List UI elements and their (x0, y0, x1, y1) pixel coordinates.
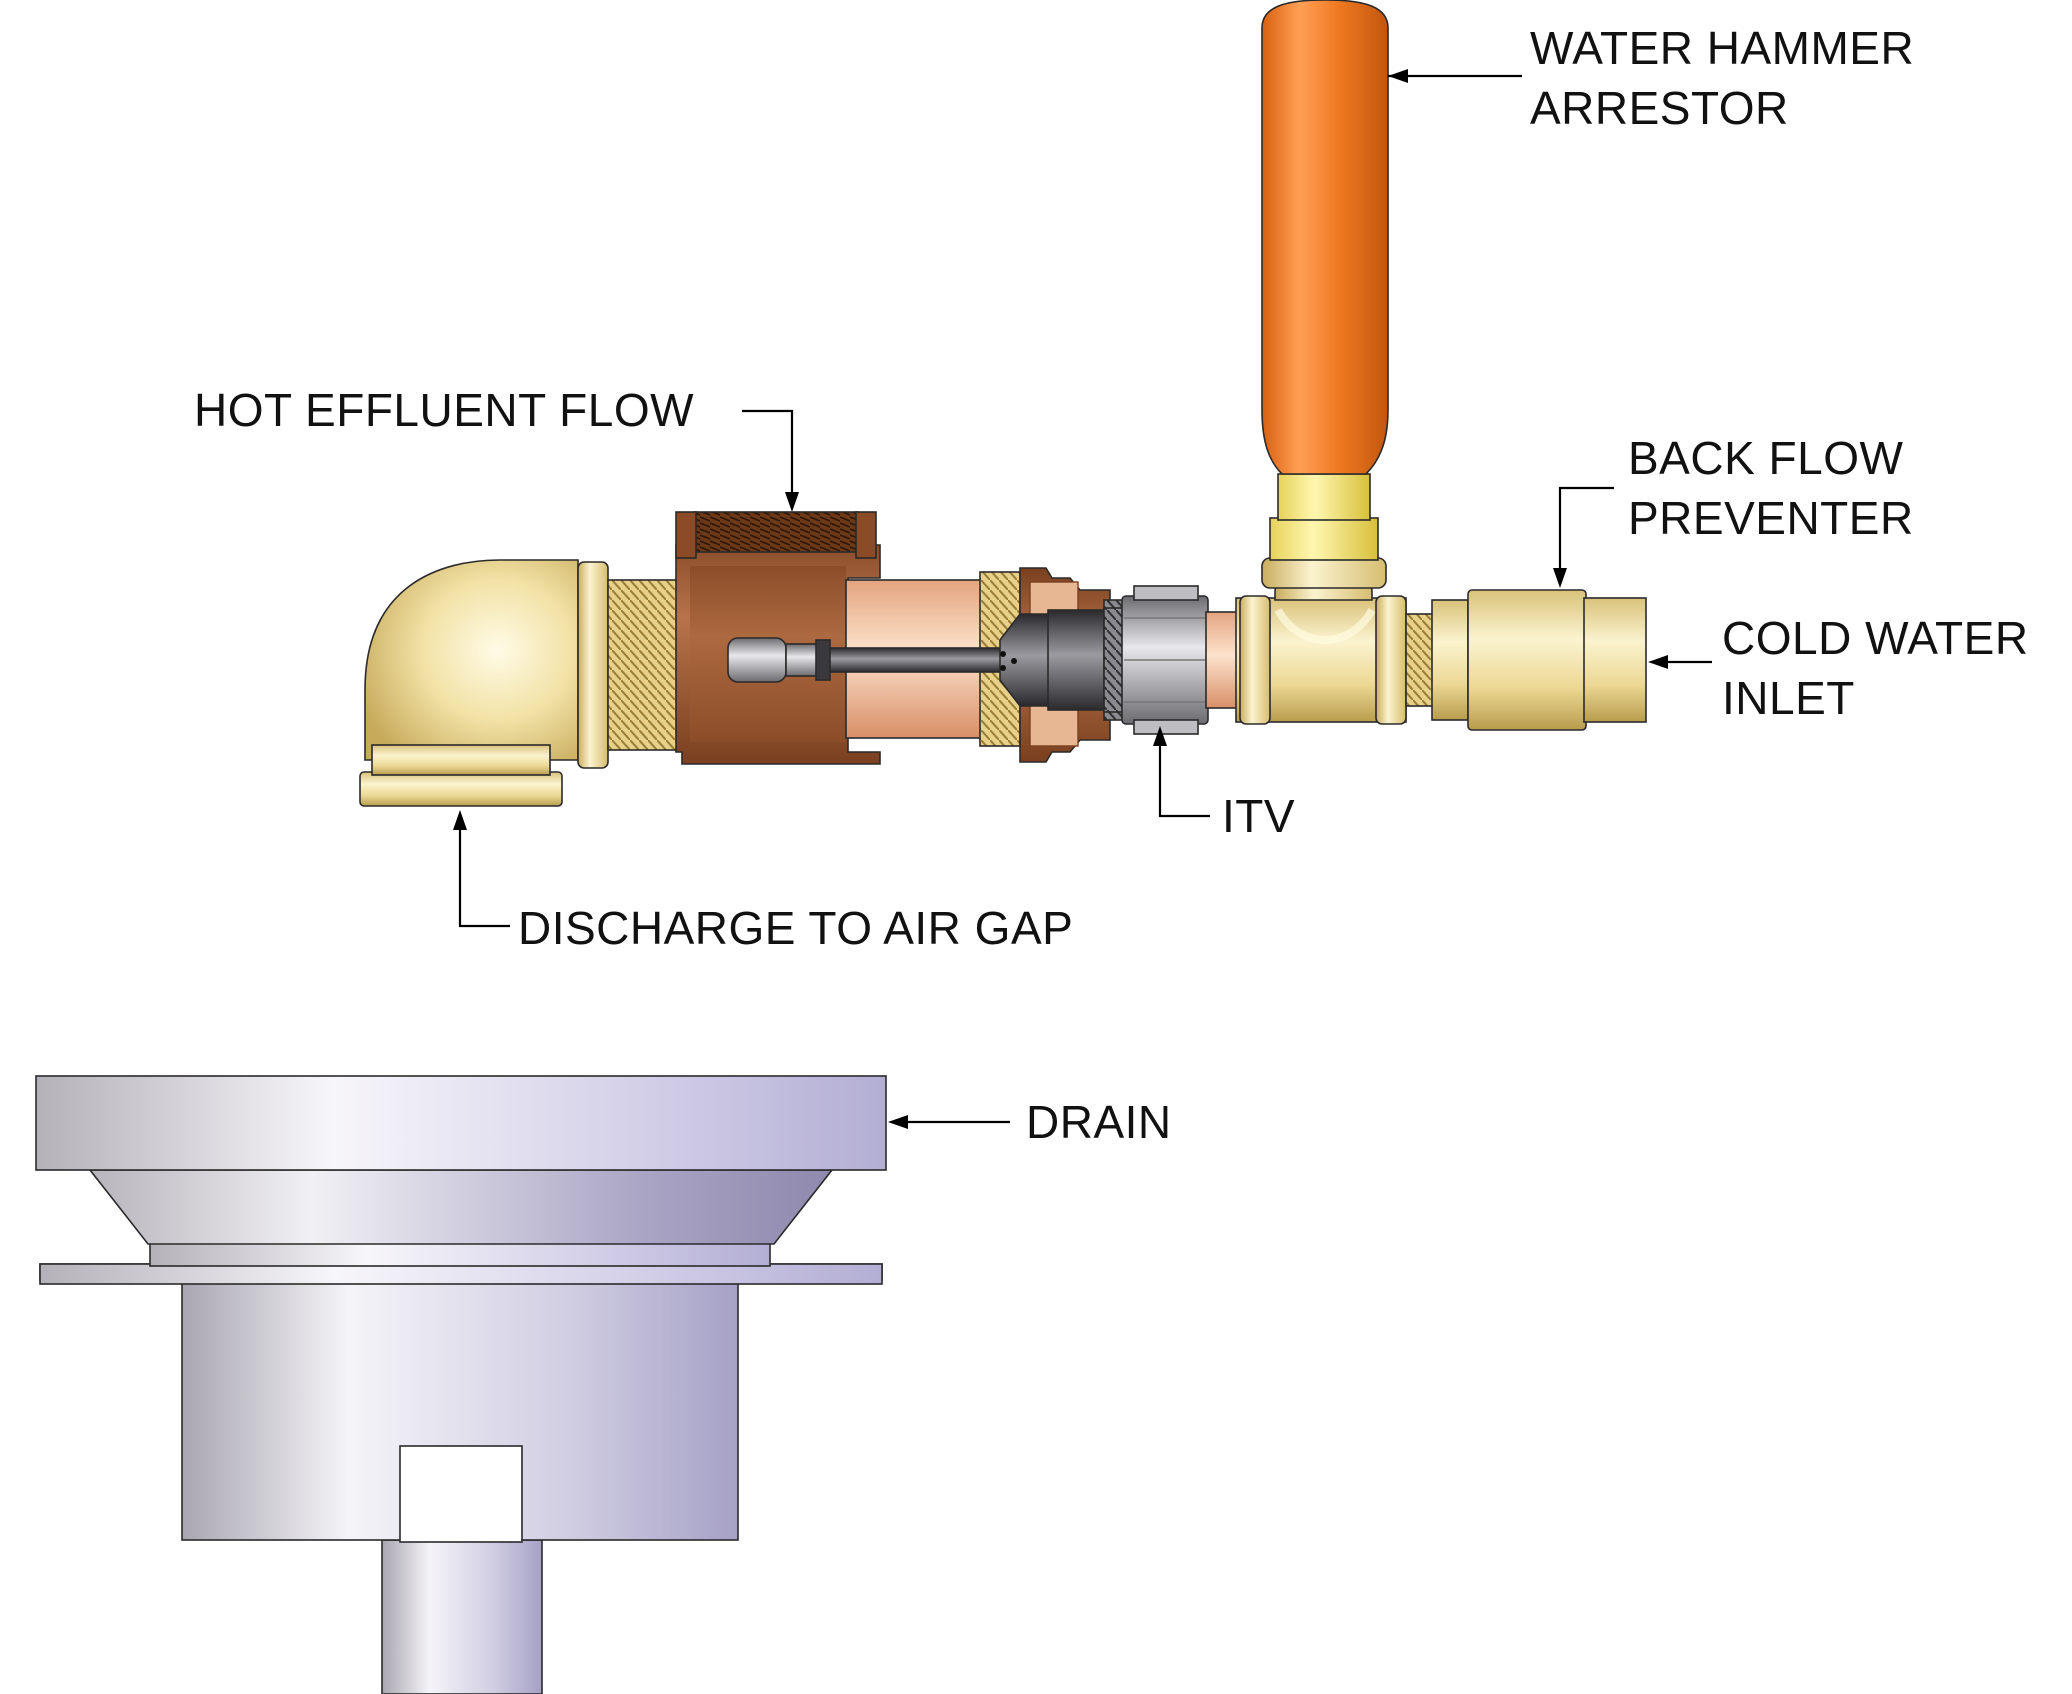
drain-clamping-flange (39, 1263, 883, 1285)
arrowhead-water-hammer (1388, 69, 1408, 83)
label-discharge-to-air-gap: DISCHARGE TO AIR GAP (518, 902, 1073, 954)
itv-hex-nut (1121, 585, 1209, 735)
label-drain: DRAIN (1026, 1096, 1172, 1148)
label-water-hammer-line2: ARRESTOR (1530, 82, 1789, 134)
arrowhead-cold-water (1648, 655, 1668, 669)
label-water-hammer-line1: WATER HAMMER (1530, 22, 1914, 74)
threaded-nipple-right (1405, 613, 1437, 707)
label-cold-water-line1: COLD WATER (1722, 612, 2029, 664)
leader-lines (453, 69, 1712, 1129)
brass-tee (1235, 557, 1407, 725)
drain-top-flange (35, 1075, 887, 1171)
valve-assembly (359, 0, 1647, 807)
label-hot-effluent-flow: HOT EFFLUENT FLOW (194, 384, 694, 436)
arrowhead-hot-effluent (785, 492, 799, 512)
label-cold-water-line2: INLET (1722, 672, 1855, 724)
threaded-nipple-left (607, 579, 681, 751)
drain-outlet-pipe (381, 1539, 543, 1694)
label-back-flow-line1: BACK FLOW (1628, 432, 1904, 484)
discharge-elbow (359, 559, 609, 807)
back-flow-preventer (1431, 589, 1647, 731)
drain (35, 1075, 887, 1694)
itv-body (999, 599, 1131, 721)
callouts: WATER HAMMER ARRESTOR HOT EFFLUENT FLOW … (194, 22, 2029, 1148)
leader-hot-effluent (742, 409, 794, 504)
leader-discharge (458, 818, 510, 928)
arrowhead-back-flow (1553, 568, 1567, 588)
label-itv: ITV (1222, 790, 1295, 842)
arrowhead-drain (888, 1115, 908, 1129)
label-back-flow-line2: PREVENTER (1628, 492, 1914, 544)
leader-back-flow (1558, 486, 1614, 578)
arrowhead-itv (1153, 726, 1167, 746)
water-hammer-arrestor (1261, 0, 1389, 561)
arrowhead-discharge (453, 810, 467, 830)
drain-cone (88, 1169, 834, 1245)
leader-itv (1158, 732, 1210, 818)
drain-outlet-block (399, 1445, 523, 1543)
